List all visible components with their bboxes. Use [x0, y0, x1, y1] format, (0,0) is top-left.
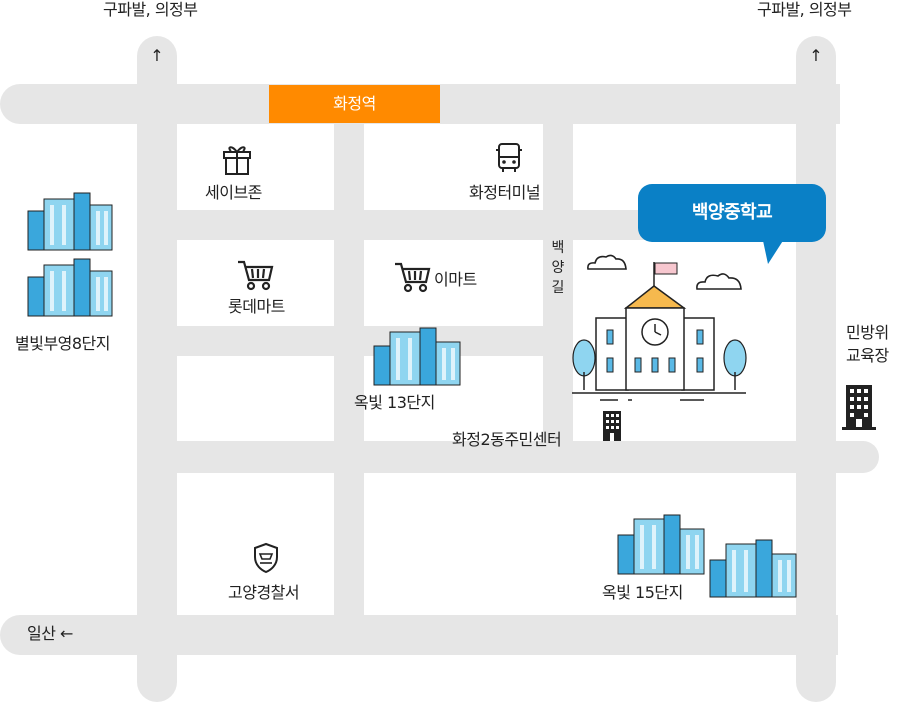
cart-icon [395, 262, 431, 293]
minbangwi-label-line1: 민방위 [846, 323, 889, 342]
road-right-vertical [796, 36, 836, 702]
lotte-mart-label: 롯데마트 [228, 297, 285, 316]
apartment-icon [617, 514, 705, 575]
cloud-icon [696, 273, 742, 290]
apartment-icon [709, 539, 797, 598]
block-savezone [177, 124, 334, 210]
okbit-15-label: 옥빛 15단지 [602, 583, 683, 602]
road-middle-horizontal [137, 441, 879, 473]
top-right-direction-label: 구파발, 의정부 [757, 0, 852, 19]
apartment-icon [27, 258, 113, 317]
gift-icon [223, 146, 251, 175]
cloud-icon [587, 254, 627, 270]
block-emart [364, 240, 543, 326]
emart-label: 이마트 [434, 270, 477, 289]
baekyang-road-char: 양 [551, 260, 565, 276]
community-center-label: 화정2동주민센터 [452, 430, 562, 449]
top-left-direction-label: 구파발, 의정부 [103, 0, 198, 19]
byeolbit-8-label: 별빛부영8단지 [15, 334, 111, 353]
school-icon [572, 262, 747, 401]
baekyang-road-char: 백 [551, 240, 565, 256]
apartment-icon [373, 327, 461, 386]
block-empty [177, 356, 334, 441]
road-left-vertical [137, 36, 177, 702]
station-label: 화정역 [269, 85, 440, 123]
ilsan-direction-label: 일산 ← [27, 624, 73, 643]
office-building-icon [842, 385, 876, 430]
minbangwi-label-line2: 교육장 [846, 346, 889, 365]
road-inner-vertical-1 [334, 124, 364, 615]
apartment-icon [27, 192, 113, 251]
road-inner-vertical-2 [543, 124, 573, 441]
baekyang-road-label: 백 양 길 [550, 240, 566, 297]
arrow-up-icon: ↑ [150, 46, 164, 65]
block-police [177, 473, 334, 615]
savezone-label: 세이브존 [205, 183, 262, 202]
block-lotte [177, 240, 334, 326]
road-bottom-horizontal [0, 615, 838, 655]
cart-icon [238, 260, 274, 291]
school-callout: 백양중학교 [638, 184, 826, 242]
office-building-icon [603, 411, 621, 441]
police-shield-icon [254, 542, 278, 574]
baekyang-road-char: 길 [551, 280, 565, 296]
police-label: 고양경찰서 [228, 583, 300, 602]
bus-icon [496, 143, 522, 172]
okbit-13-label: 옥빛 13단지 [354, 393, 435, 412]
terminal-label: 화정터미널 [469, 183, 541, 202]
arrow-up-icon: ↑ [809, 46, 823, 65]
